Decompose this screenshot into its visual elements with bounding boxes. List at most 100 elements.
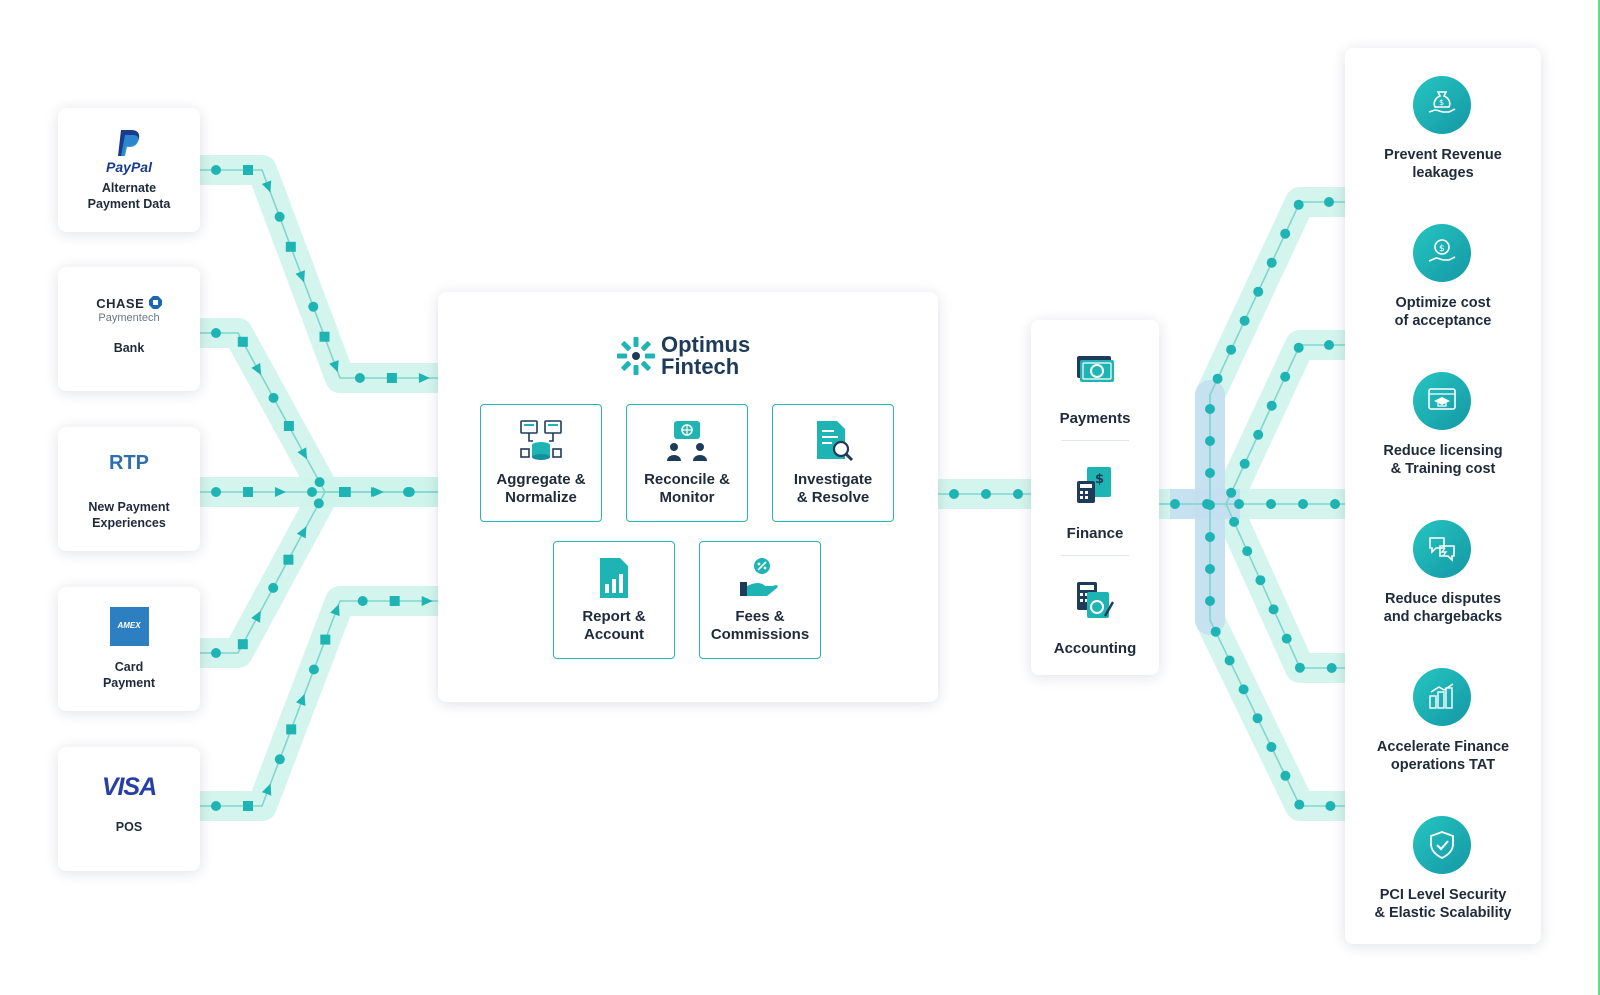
benefit-prevent-revenue-leakages: $ Prevent Revenue leakages (1345, 76, 1541, 206)
flow-dot (314, 477, 325, 488)
flow-arrow (329, 360, 339, 373)
chase-wordmark: CHASE (96, 296, 145, 311)
flow-dot (1205, 564, 1215, 574)
flow-dot (1324, 340, 1334, 350)
finance-calculator-icon: $ (1077, 467, 1111, 503)
flow-dot (1324, 197, 1334, 207)
benefit-reduce-disputes: Reduce disputes and chargebacks (1345, 520, 1541, 650)
output-divider (1061, 440, 1129, 441)
module-label-line-1: Aggregate & (496, 471, 586, 488)
chase-octagon-icon (148, 296, 162, 309)
flow-square (237, 639, 248, 650)
flow-dot (274, 211, 285, 222)
amex-badge: AMEX (109, 607, 149, 646)
flow-dot (1239, 315, 1250, 326)
module-label-line-1: Report & (582, 608, 646, 625)
module-label-line-1: Fees & (735, 608, 785, 625)
flow-dot (1205, 404, 1215, 414)
flow-dot (1298, 499, 1308, 509)
module-label-line-2: Monitor (659, 489, 715, 506)
flow-arrow (251, 610, 261, 623)
source-label-line-1: Card (114, 660, 144, 674)
flow-dot (1205, 596, 1215, 606)
svg-text:$: $ (1095, 472, 1104, 487)
flow-dot (1266, 499, 1276, 509)
output-finance: $ Finance (1031, 455, 1159, 565)
flow-square (237, 336, 248, 347)
flow-dot (307, 487, 317, 497)
benefit-icon-circle (1413, 816, 1471, 874)
flow-dot (1205, 468, 1215, 478)
module-label-line-1: Reconcile & (644, 471, 730, 488)
source-card-amex: AMEX Card Payment (58, 587, 200, 711)
flow-dot (268, 392, 279, 403)
source-label-line-1: Alternate (101, 181, 157, 195)
flow-dot (1234, 499, 1244, 509)
flow-square (243, 801, 253, 811)
flow-arrow (275, 487, 286, 497)
source-card-rtp: RTP New Payment Experiences (58, 427, 200, 551)
coin-hand-icon: $ (1428, 239, 1456, 262)
source-label-line-2: Experiences (92, 516, 166, 530)
flow-dot (1280, 371, 1291, 382)
benefit-label-line-2: of acceptance (1394, 313, 1492, 329)
flow-dot (949, 489, 959, 499)
flow-dot (211, 328, 221, 338)
benefit-icon-circle (1413, 372, 1471, 430)
flow-dot (1210, 626, 1221, 637)
benefit-label-line-2: & Training cost (1390, 461, 1496, 477)
brand-name-line-1: Optimus (661, 332, 751, 357)
flow-dot (211, 648, 221, 658)
flow-square (243, 487, 253, 497)
flow-square (283, 554, 294, 565)
source-label-line-1: POS (115, 820, 143, 834)
right-edge-accent (1598, 0, 1600, 995)
flow-dot (1266, 257, 1277, 268)
output-accounting: Accounting (1031, 570, 1159, 680)
flow-arrow (261, 783, 272, 796)
paypal-logo-mark (118, 130, 140, 156)
flow-square (389, 596, 400, 606)
flow-arrow (418, 373, 430, 383)
benefit-reduce-licensing: Reduce licensing & Training cost (1345, 372, 1541, 502)
flow-arrow (330, 604, 340, 617)
flow-dot (1281, 633, 1292, 644)
source-label-line-2: Payment (102, 676, 156, 690)
report-chart-icon (600, 558, 628, 598)
flow-dot (1238, 684, 1249, 695)
flow-dot (1294, 662, 1305, 673)
flow-arrow (295, 270, 305, 283)
flow-dot (1268, 604, 1279, 615)
flow-arrow (421, 596, 433, 606)
team-chat-icon (667, 421, 707, 461)
flow-dot (1013, 489, 1023, 499)
flow-square (386, 373, 397, 383)
flow-dot (211, 165, 221, 175)
svg-text:$: $ (1439, 244, 1445, 254)
module-label-line-2: & Resolve (796, 489, 870, 506)
flow-dot (1330, 499, 1340, 509)
flow-dot (1255, 575, 1266, 586)
benefit-pci-security: PCI Level Security & Elastic Scalability (1345, 816, 1541, 946)
svg-text:$: $ (1439, 98, 1444, 107)
module-label-line-1: Investigate (793, 471, 873, 488)
flow-dot (1205, 532, 1215, 542)
flow-dot (1293, 199, 1304, 210)
output-divider (1061, 555, 1129, 556)
flow-square (339, 487, 349, 497)
flow-dot (268, 582, 279, 593)
source-label-line-1: New Payment (88, 500, 170, 514)
money-bag-hand-icon: $ (1428, 91, 1456, 113)
flow-dot (1280, 228, 1291, 239)
source-card-paypal: PayPal Alternate Payment Data (58, 108, 200, 232)
flow-dot (1226, 487, 1237, 498)
outputs-panel: Payments $ Finance Accounting (1031, 320, 1159, 675)
flow-dot (1242, 546, 1253, 557)
rtp-logo: RTP (109, 452, 149, 474)
benefit-label-line-1: PCI Level Security (1379, 887, 1507, 903)
module-investigate-resolve: Investigate & Resolve (772, 404, 894, 522)
flow-square (285, 241, 296, 252)
graduation-screen-icon (1428, 388, 1456, 410)
optimus-platform-panel: Optimus Fintech Aggregate & Normalize Re… (438, 292, 938, 702)
